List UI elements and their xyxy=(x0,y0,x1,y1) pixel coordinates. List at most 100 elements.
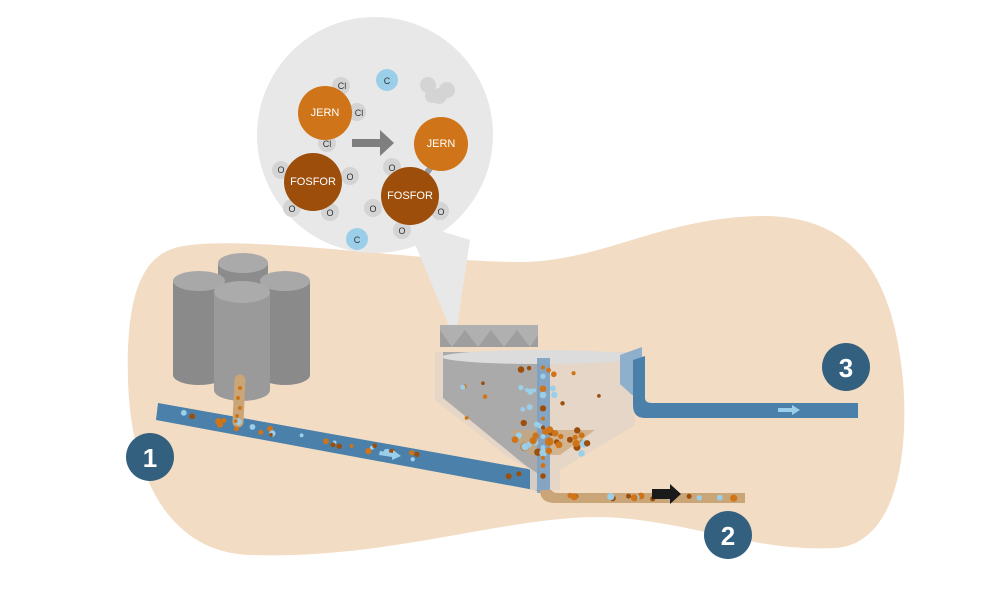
chlorine-atom xyxy=(348,103,366,121)
oxygen-label: O xyxy=(277,165,284,175)
particle xyxy=(221,418,227,424)
particle xyxy=(578,432,585,439)
oxygen-label: O xyxy=(388,163,395,173)
particle xyxy=(597,394,601,398)
clarifier-tank xyxy=(435,325,642,493)
particle xyxy=(552,430,559,437)
particle xyxy=(574,427,581,434)
particle xyxy=(539,391,547,399)
molecule-before: Cl Cl Cl JERN O O O O FOSFOR xyxy=(272,77,366,221)
particle xyxy=(365,447,372,455)
oxygen-label: O xyxy=(288,204,295,214)
oxygen-label: O xyxy=(346,172,353,182)
tank-particles xyxy=(460,365,601,479)
particle xyxy=(540,455,546,460)
particle xyxy=(716,494,723,501)
chlorine-label: Cl xyxy=(338,81,347,91)
particle xyxy=(460,384,466,390)
carbon-atom xyxy=(376,69,398,91)
particle xyxy=(505,473,512,480)
particle xyxy=(583,440,591,447)
reaction-arrow-icon xyxy=(352,130,394,156)
particle xyxy=(236,396,240,400)
particle xyxy=(540,473,546,479)
particle xyxy=(539,448,548,457)
particle xyxy=(526,365,532,371)
particle xyxy=(696,495,703,501)
chlorine-label: Cl xyxy=(355,108,364,118)
particle xyxy=(330,442,336,448)
chloride-cluster xyxy=(420,77,455,104)
sludge-particles xyxy=(567,492,738,502)
particle xyxy=(571,371,576,376)
particle xyxy=(572,434,578,441)
particle xyxy=(540,434,546,439)
oxygen-atom xyxy=(341,167,359,185)
particle xyxy=(258,429,264,435)
bubble-pointer xyxy=(405,220,470,340)
particle xyxy=(546,367,552,373)
particle xyxy=(520,419,527,427)
particle xyxy=(560,401,565,406)
carbon-label: C xyxy=(384,76,391,86)
particle xyxy=(555,441,563,449)
particle xyxy=(180,409,187,416)
particle xyxy=(626,493,632,499)
particle xyxy=(299,433,304,438)
sludge-flow-arrow-icon xyxy=(652,484,681,504)
particle xyxy=(551,371,557,378)
badge-sludge-outlet: 2 xyxy=(704,511,752,559)
particle xyxy=(570,493,578,501)
particle xyxy=(578,450,585,457)
oxygen-label: O xyxy=(437,207,444,217)
particle xyxy=(539,405,547,412)
particle xyxy=(540,373,546,379)
particle xyxy=(516,471,522,477)
particle xyxy=(414,451,420,458)
particle xyxy=(540,365,546,370)
oxygen-atom xyxy=(364,199,382,217)
particle xyxy=(572,439,580,448)
particle xyxy=(233,426,239,432)
particle xyxy=(545,447,553,455)
particle xyxy=(518,385,524,391)
badge-clean-outlet: 3 xyxy=(822,343,870,391)
particle xyxy=(520,407,526,412)
carbon-label: C xyxy=(354,235,361,245)
clean-water-pipe xyxy=(633,356,858,418)
svg-text:2: 2 xyxy=(721,521,735,551)
particle xyxy=(517,366,525,373)
phosphor-label: FOSFOR xyxy=(387,190,433,202)
particle xyxy=(235,414,239,418)
chemical-tanks xyxy=(173,253,310,401)
iron-atom xyxy=(298,86,352,140)
phosphor-atom xyxy=(381,167,439,225)
particle xyxy=(558,433,564,440)
inlet-flow-arrow-icon xyxy=(379,450,401,460)
particle xyxy=(544,437,554,446)
particle xyxy=(336,443,342,449)
particle xyxy=(540,462,546,468)
particle xyxy=(540,425,546,430)
iron-label: JERN xyxy=(427,138,456,150)
iron-label: JERN xyxy=(311,107,340,119)
particle xyxy=(546,426,554,434)
phosphor-atom xyxy=(284,153,342,211)
carbon-atom xyxy=(346,228,368,250)
chlorine-label: Cl xyxy=(323,139,332,149)
clean-flow-arrow-icon xyxy=(778,405,800,415)
badge-inlet: 1 xyxy=(126,433,174,481)
particle xyxy=(464,415,469,420)
particle xyxy=(566,436,573,443)
particle xyxy=(539,385,547,393)
particle xyxy=(481,381,485,386)
particle xyxy=(551,391,558,399)
particle xyxy=(238,406,242,410)
particle xyxy=(410,457,415,462)
particle xyxy=(511,436,519,444)
particle xyxy=(630,494,638,502)
particle xyxy=(189,413,196,420)
particle xyxy=(540,445,546,450)
particle xyxy=(409,450,415,456)
